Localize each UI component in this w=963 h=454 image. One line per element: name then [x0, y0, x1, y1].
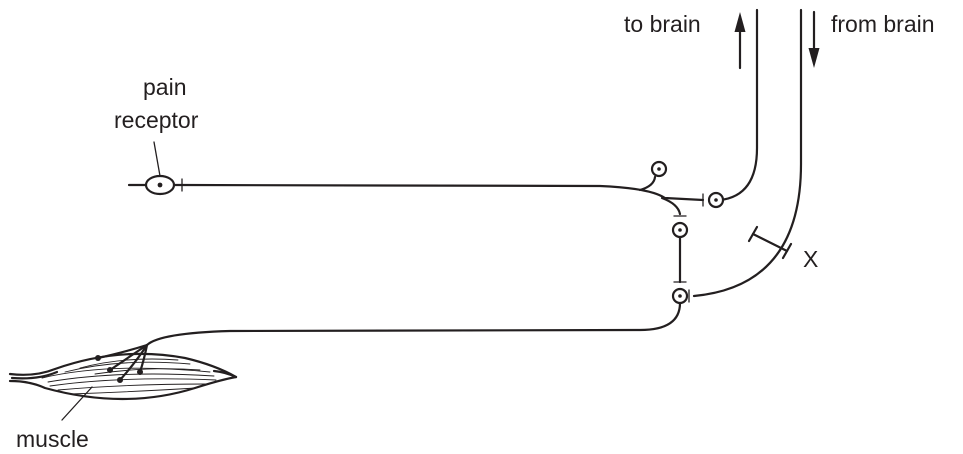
ascending-tract-fiber	[718, 8, 759, 202]
pain-receptor	[127, 174, 184, 196]
x-label: X	[803, 246, 818, 272]
pain-receptor-pointer-line	[153, 141, 161, 177]
sensory-cell-body-branch	[638, 175, 657, 192]
down-arrow-icon	[808, 10, 820, 68]
cut-mark	[747, 225, 793, 260]
muscle-label: muscle	[16, 426, 89, 452]
sensory-cell-body	[650, 160, 668, 178]
muscle-drawing	[8, 352, 238, 401]
descending-tract-fiber	[692, 8, 803, 298]
to-brain-label: to brain	[624, 11, 701, 37]
from-brain-label: from brain	[831, 11, 935, 37]
muscle-pointer-line	[61, 386, 93, 421]
sensory-axon	[180, 183, 705, 202]
motor-end-plates	[95, 343, 149, 383]
up-arrow-icon	[734, 12, 746, 70]
relay-neurone-cell-body	[671, 221, 689, 239]
motor-axon	[145, 301, 682, 347]
pain-receptor-label-line2: receptor	[114, 107, 199, 133]
relay-branch	[660, 196, 682, 216]
motor-neurone-cell-body	[671, 287, 689, 305]
ascending-relay-cell	[707, 191, 725, 209]
pain-receptor-label-line1: pain	[143, 74, 186, 100]
